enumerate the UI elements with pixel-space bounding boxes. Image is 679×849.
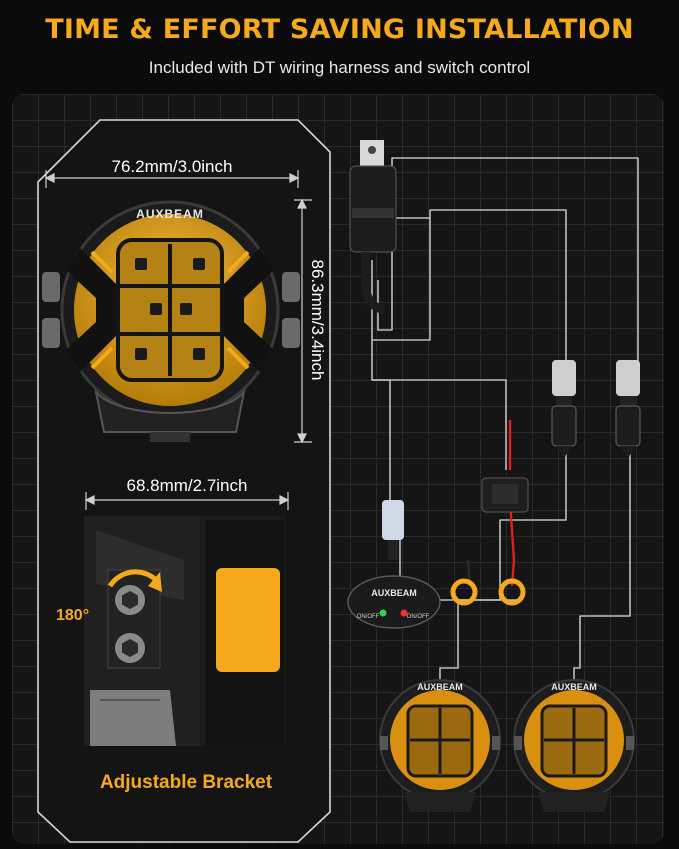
bracket-width-label: 68.8mm/2.7inch bbox=[127, 476, 248, 495]
switch-brand: AUXBEAM bbox=[371, 588, 417, 598]
red-indicator-led bbox=[400, 609, 408, 617]
width-label: 76.2mm/3.0inch bbox=[112, 157, 233, 176]
light-unit-left bbox=[379, 679, 501, 812]
height-dimension-line bbox=[294, 198, 312, 444]
light-right-logo: AUXBEAM bbox=[551, 682, 597, 692]
red-power-wire bbox=[508, 420, 516, 587]
width-dimension-line bbox=[44, 170, 300, 188]
dt-connector-left bbox=[551, 360, 577, 458]
page-subtitle: Included with DT wiring harness and swit… bbox=[148, 58, 531, 77]
light-unit-right bbox=[513, 679, 635, 812]
dt-connector-right bbox=[615, 360, 641, 458]
ring-terminal-black bbox=[450, 578, 478, 606]
control-switch[interactable] bbox=[347, 575, 441, 629]
green-indicator-led bbox=[379, 609, 387, 617]
brand-logo: AUXBEAM bbox=[136, 207, 204, 221]
switch-left-label: ON/OFF bbox=[357, 614, 380, 620]
bracket-closeup bbox=[84, 516, 286, 746]
height-label: 86.3mm/3.4inch bbox=[308, 260, 327, 381]
light-left-logo: AUXBEAM bbox=[417, 682, 463, 692]
bracket-caption: Adjustable Bracket bbox=[100, 772, 273, 793]
fuse-holder bbox=[481, 477, 529, 513]
bracket-dimension-line bbox=[84, 492, 290, 510]
light-front-view bbox=[42, 200, 300, 442]
switch-connector bbox=[382, 500, 404, 560]
page-title: TIME & EFFORT SAVING INSTALLATION bbox=[45, 14, 634, 45]
switch-right-label: ON/OFF bbox=[407, 614, 430, 620]
rotation-label: 180° bbox=[56, 607, 89, 624]
relay bbox=[349, 140, 397, 315]
ring-terminal-red bbox=[498, 578, 526, 606]
